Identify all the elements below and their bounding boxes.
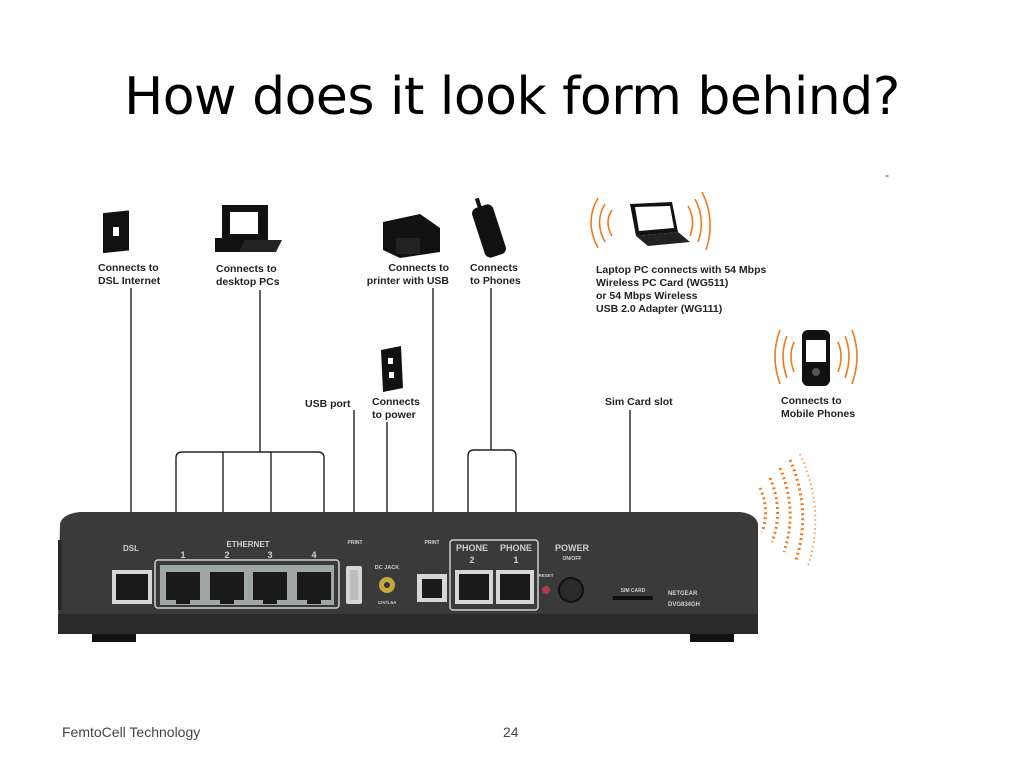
sim-card-slot — [613, 596, 653, 600]
laptop-icon — [630, 202, 690, 246]
ethernet-port-1 — [166, 572, 200, 604]
callout-power: Connects to power — [372, 396, 420, 422]
phone2-label: PHONE — [456, 543, 488, 553]
printer-icon — [383, 214, 440, 258]
sim-card-label: SIM CARD — [621, 588, 646, 594]
ethernet-port-number-2: 2 — [224, 550, 229, 560]
router-wave-icon — [758, 459, 805, 561]
callout-usb-port: USB port — [305, 398, 351, 411]
callout-mobile-text: Connects to Mobile Phones — [781, 395, 856, 420]
slide-title: How does it look form behind? — [124, 67, 900, 127]
ethernet-label: ETHERNET — [226, 540, 269, 549]
dc-jack-rating: 12V/1.5A — [378, 600, 398, 605]
callout-printer-text: Connects to printer with USB — [366, 262, 449, 287]
callout-laptop: Laptop PC connects with 54 Mbps Wireless… — [596, 264, 766, 316]
dsl-port — [112, 570, 152, 604]
mobile-phone-icon — [802, 330, 830, 386]
callout-power-text: Connects to power — [372, 396, 420, 421]
callout-printer: Connects to printer with USB — [357, 262, 449, 288]
power-button — [558, 577, 584, 603]
ethernet-ports — [166, 572, 331, 604]
dc-jack-label: DC JACK — [375, 565, 399, 571]
laptop-wave-icon — [590, 191, 711, 251]
dsl-device-label: DSL — [123, 544, 139, 553]
ethernet-port-4 — [297, 572, 331, 604]
phone2-number: 2 — [469, 555, 474, 565]
callout-desktop-text: Connects to desktop PCs — [216, 263, 280, 288]
callout-phones-text: Connects to Phones — [470, 262, 521, 287]
callout-dsl: Connects to DSL Internet — [98, 262, 160, 288]
ethernet-port-number-4: 4 — [311, 550, 316, 560]
callout-dsl-text: Connects to DSL Internet — [98, 262, 161, 287]
ethernet-port-number-3: 3 — [267, 550, 272, 560]
phone1-number: 1 — [513, 555, 518, 565]
wall-jack-icon — [103, 210, 129, 254]
phone-ports — [455, 570, 534, 604]
callout-phones: Connects to Phones — [470, 262, 521, 288]
callout-mobile: Connects to Mobile Phones — [781, 395, 855, 421]
corner-mark: - — [885, 168, 889, 182]
phone-block — [449, 539, 539, 611]
ethernet-port-numbers: 1 2 3 4 — [180, 550, 316, 560]
desktop-pc-icon — [215, 205, 282, 252]
footer-left: FemtoCell Technology — [62, 724, 201, 740]
page-number: 24 — [503, 724, 519, 740]
callout-sim: Sim Card slot — [605, 396, 673, 409]
ethernet-port-3 — [253, 572, 287, 604]
usb-small-label: PRINT — [348, 540, 363, 546]
callout-sim-text: Sim Card slot — [605, 396, 673, 408]
power-sub-label: ON/OFF — [563, 556, 582, 562]
reset-button — [542, 586, 550, 594]
phone1-label: PHONE — [500, 543, 532, 553]
reset-label: RESET — [538, 573, 553, 578]
callout-usb-port-text: USB port — [305, 398, 351, 410]
usb-printer-small-label: PRINT — [425, 540, 440, 546]
model-label: DVG834GH — [668, 602, 700, 608]
mobile-wave-icon — [774, 329, 858, 385]
cordless-phone-icon — [472, 197, 506, 258]
power-label: POWER — [555, 543, 590, 553]
brand-label: NETGEAR — [668, 591, 698, 597]
callout-laptop-text: Laptop PC connects with 54 Mbps Wireless… — [596, 264, 767, 315]
usb-port — [346, 566, 362, 604]
dc-jack — [379, 577, 395, 593]
callout-desktop: Connects to desktop PCs — [216, 263, 280, 289]
power-outlet-icon — [381, 346, 403, 392]
usb-printer-port — [417, 574, 447, 602]
ethernet-port-number-1: 1 — [180, 550, 185, 560]
ethernet-port-2 — [210, 572, 244, 604]
